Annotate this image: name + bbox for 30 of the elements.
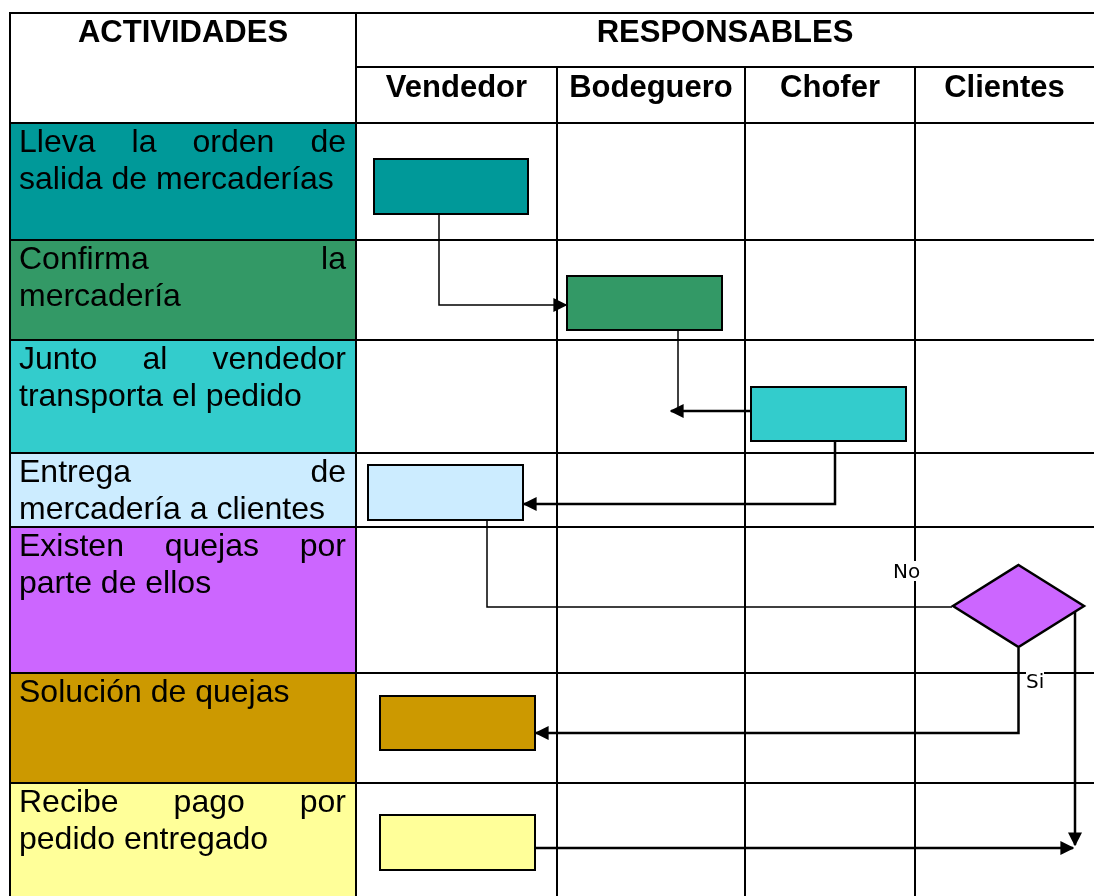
connector-line	[486, 520, 953, 608]
activity-cell: Confirma la mercadería	[10, 240, 356, 340]
activity-cell: Solución de quejas	[10, 673, 356, 783]
process-box	[379, 814, 536, 871]
arrow	[522, 442, 837, 511]
arrow	[534, 648, 1020, 740]
edge-label: Si	[1026, 671, 1045, 691]
column-header: RESPONSABLES	[596, 14, 854, 50]
activity-cell: Lleva la orden de salida de mercaderías	[10, 123, 356, 240]
process-box	[750, 386, 907, 442]
column-header: Clientes	[944, 69, 1065, 105]
arrow	[669, 404, 750, 418]
arrow	[536, 841, 1075, 855]
arrow	[1068, 611, 1082, 847]
activity-cell: Junto al vendedor transporta el pedido	[10, 340, 356, 453]
process-box	[566, 275, 723, 331]
decision-diamond	[952, 564, 1085, 648]
column-header: Bodeguero	[569, 69, 733, 105]
activity-cell: Entrega de mercadería a clientes	[10, 453, 356, 527]
process-box	[367, 464, 524, 521]
edge-label: No	[893, 561, 921, 581]
process-box	[373, 158, 529, 215]
column-header: Chofer	[780, 69, 880, 105]
connector-line	[677, 330, 679, 409]
column-header: ACTIVIDADES	[77, 14, 289, 50]
activity-cell: Existen quejas por parte de ellos	[10, 527, 356, 673]
column-header: Vendedor	[385, 69, 528, 105]
arrow	[438, 214, 568, 312]
activity-cell: Recibe pago por pedido entregado	[10, 783, 356, 896]
process-box	[379, 695, 536, 751]
